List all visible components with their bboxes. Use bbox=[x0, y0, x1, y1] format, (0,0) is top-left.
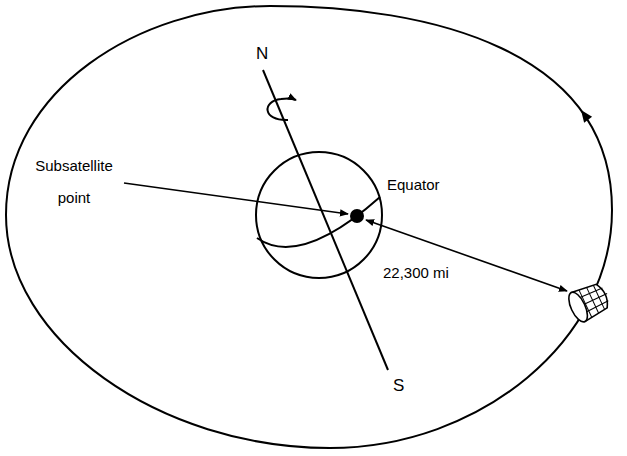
rotation-arrow bbox=[268, 98, 296, 120]
distance-arrow bbox=[366, 220, 567, 291]
satellite-icon bbox=[565, 279, 614, 324]
orbit-direction-arrow bbox=[581, 110, 592, 123]
pole-label: N bbox=[256, 44, 268, 64]
earth-globe bbox=[256, 152, 382, 278]
pole-label: S bbox=[393, 376, 404, 396]
leader-arrow bbox=[124, 183, 348, 214]
annotation-label: Subsatellite point bbox=[28, 150, 120, 214]
earth-axis bbox=[263, 70, 388, 370]
subsatellite-dot bbox=[350, 209, 364, 223]
orbit-path bbox=[6, 6, 612, 448]
annotation-label: 22,300 mi bbox=[383, 264, 449, 282]
annotation-label: Equator bbox=[387, 176, 440, 194]
